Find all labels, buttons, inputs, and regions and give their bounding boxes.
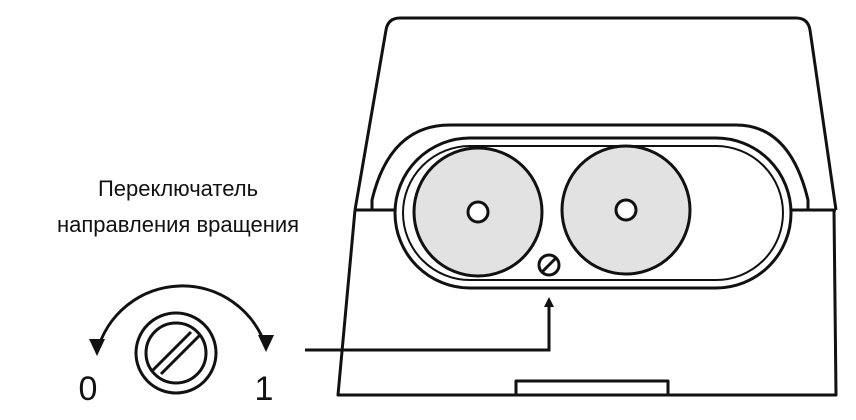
position-label-0: 0 [79, 370, 98, 408]
bottom-latch [514, 379, 670, 397]
caption-line-1: Переключатель [98, 176, 258, 201]
arc-arrow-left [89, 339, 105, 356]
rotation-arc [95, 284, 268, 353]
device-switch-screw[interactable] [537, 253, 561, 277]
caption-line-2: направления вращения [57, 212, 299, 237]
position-label-1: 1 [255, 370, 274, 408]
right-disc-hub [614, 198, 638, 222]
window-inner-line [402, 145, 784, 281]
left-disc-hub [466, 200, 490, 224]
leader-arrow [305, 297, 554, 352]
arc-arrow-right [258, 335, 274, 352]
direction-switch-knob[interactable] [134, 311, 218, 395]
upper-cover [353, 16, 838, 211]
